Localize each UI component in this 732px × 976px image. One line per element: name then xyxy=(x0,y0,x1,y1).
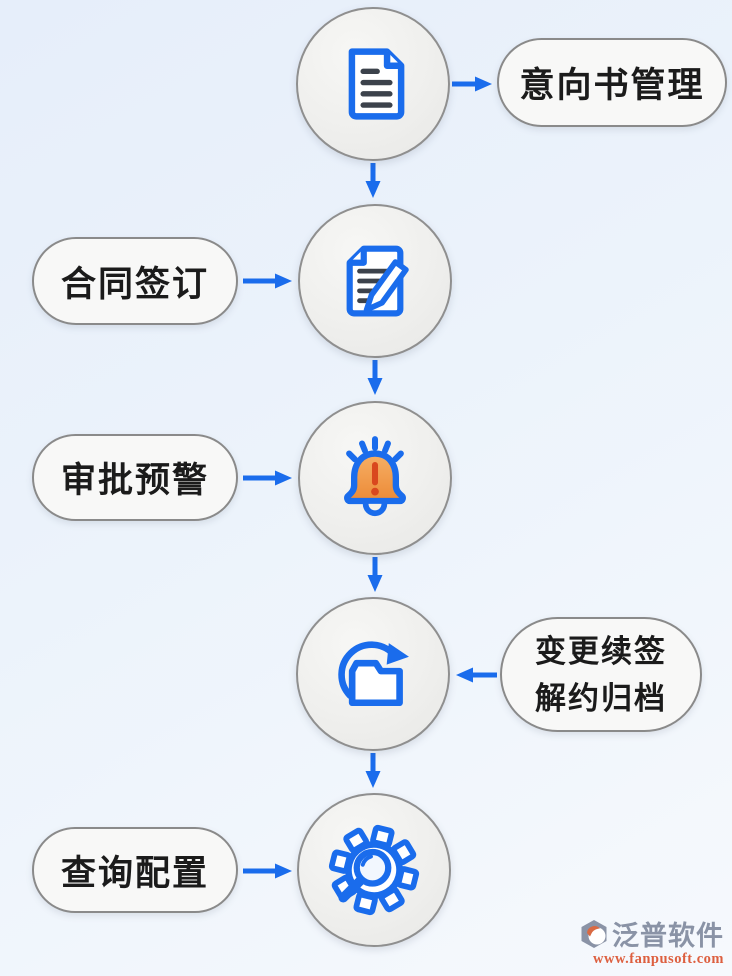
fanpu-logo-icon xyxy=(581,919,607,948)
brand-watermark: 泛普软件 www.fanpusoft.com xyxy=(579,914,724,968)
label-text: 审批预警 xyxy=(60,461,209,500)
node-approval-alert xyxy=(298,401,452,555)
label-contract-signing: 合同签订 xyxy=(32,237,238,325)
label-change-renew-archive: 变更续签 解约归档 xyxy=(500,617,702,732)
folder-sync-icon xyxy=(338,641,409,707)
label-query-config: 查询配置 xyxy=(32,827,238,913)
node-contract-sign xyxy=(298,204,452,358)
node-archive-sync xyxy=(296,597,450,751)
label-text: 查询配置 xyxy=(60,853,209,893)
node-intent-document xyxy=(296,7,450,161)
node-query-config xyxy=(297,793,451,947)
label-approval-warning: 审批预警 xyxy=(32,434,238,521)
document-icon xyxy=(348,48,405,120)
gear-search-icon xyxy=(328,824,420,916)
alert-bell-icon xyxy=(344,436,406,517)
label-intent-management: 意向书管理 xyxy=(497,38,727,127)
contract-edit-icon xyxy=(346,245,409,317)
label-text-line1: 变更续签 xyxy=(535,633,667,669)
brand-name: 泛普软件 xyxy=(612,921,724,951)
label-text: 合同签订 xyxy=(60,264,209,304)
label-text-line2: 解约归档 xyxy=(535,680,667,716)
brand-url: www.fanpusoft.com xyxy=(593,951,724,967)
label-text: 意向书管理 xyxy=(519,66,705,105)
